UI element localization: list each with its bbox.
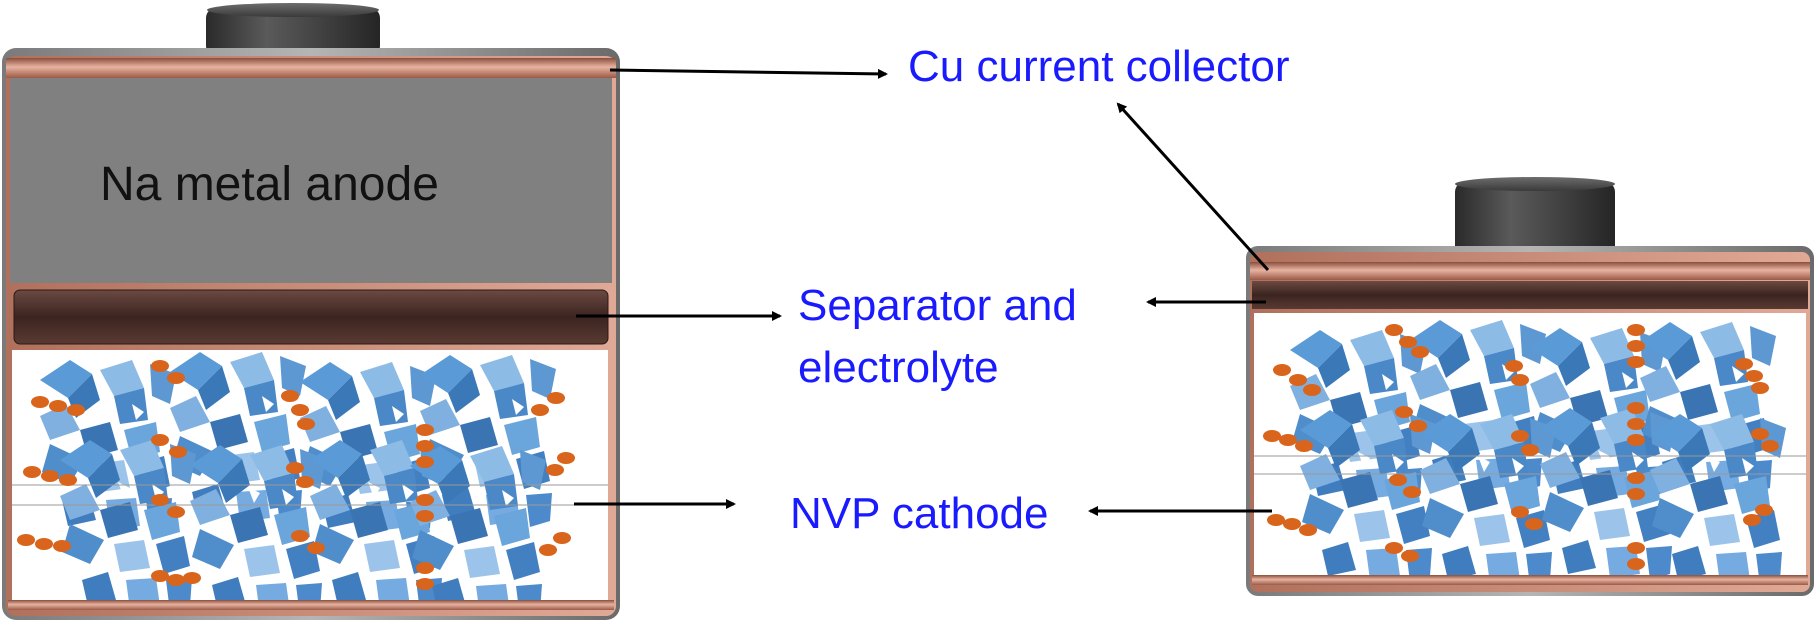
separator-label-line1: Separator and	[798, 281, 1077, 330]
left-cu-collector	[6, 58, 616, 78]
arrow-cu-right	[1116, 102, 1270, 272]
left-separator-layer	[13, 289, 609, 345]
right-terminal-cap	[1455, 177, 1615, 256]
cathode-label: NVP cathode	[790, 489, 1048, 538]
cu-collector-label: Cu current collector	[908, 42, 1289, 91]
separator-label-line2: electrolyte	[798, 343, 999, 392]
pointer-arrows	[574, 68, 1272, 516]
right-cu-collector	[1250, 262, 1810, 280]
right-crystal-texture	[1254, 320, 1806, 575]
right-bottom-band	[1252, 575, 1808, 585]
right-separator-layer	[1252, 281, 1808, 309]
arrow-cu-left	[609, 68, 888, 79]
anode-label: Na metal anode	[100, 158, 439, 211]
left-terminal-cap	[206, 3, 380, 56]
right-battery-cell	[1246, 177, 1814, 596]
left-battery-cell	[2, 3, 620, 620]
left-anode-layer	[10, 78, 612, 283]
left-bottom-band	[8, 600, 614, 610]
